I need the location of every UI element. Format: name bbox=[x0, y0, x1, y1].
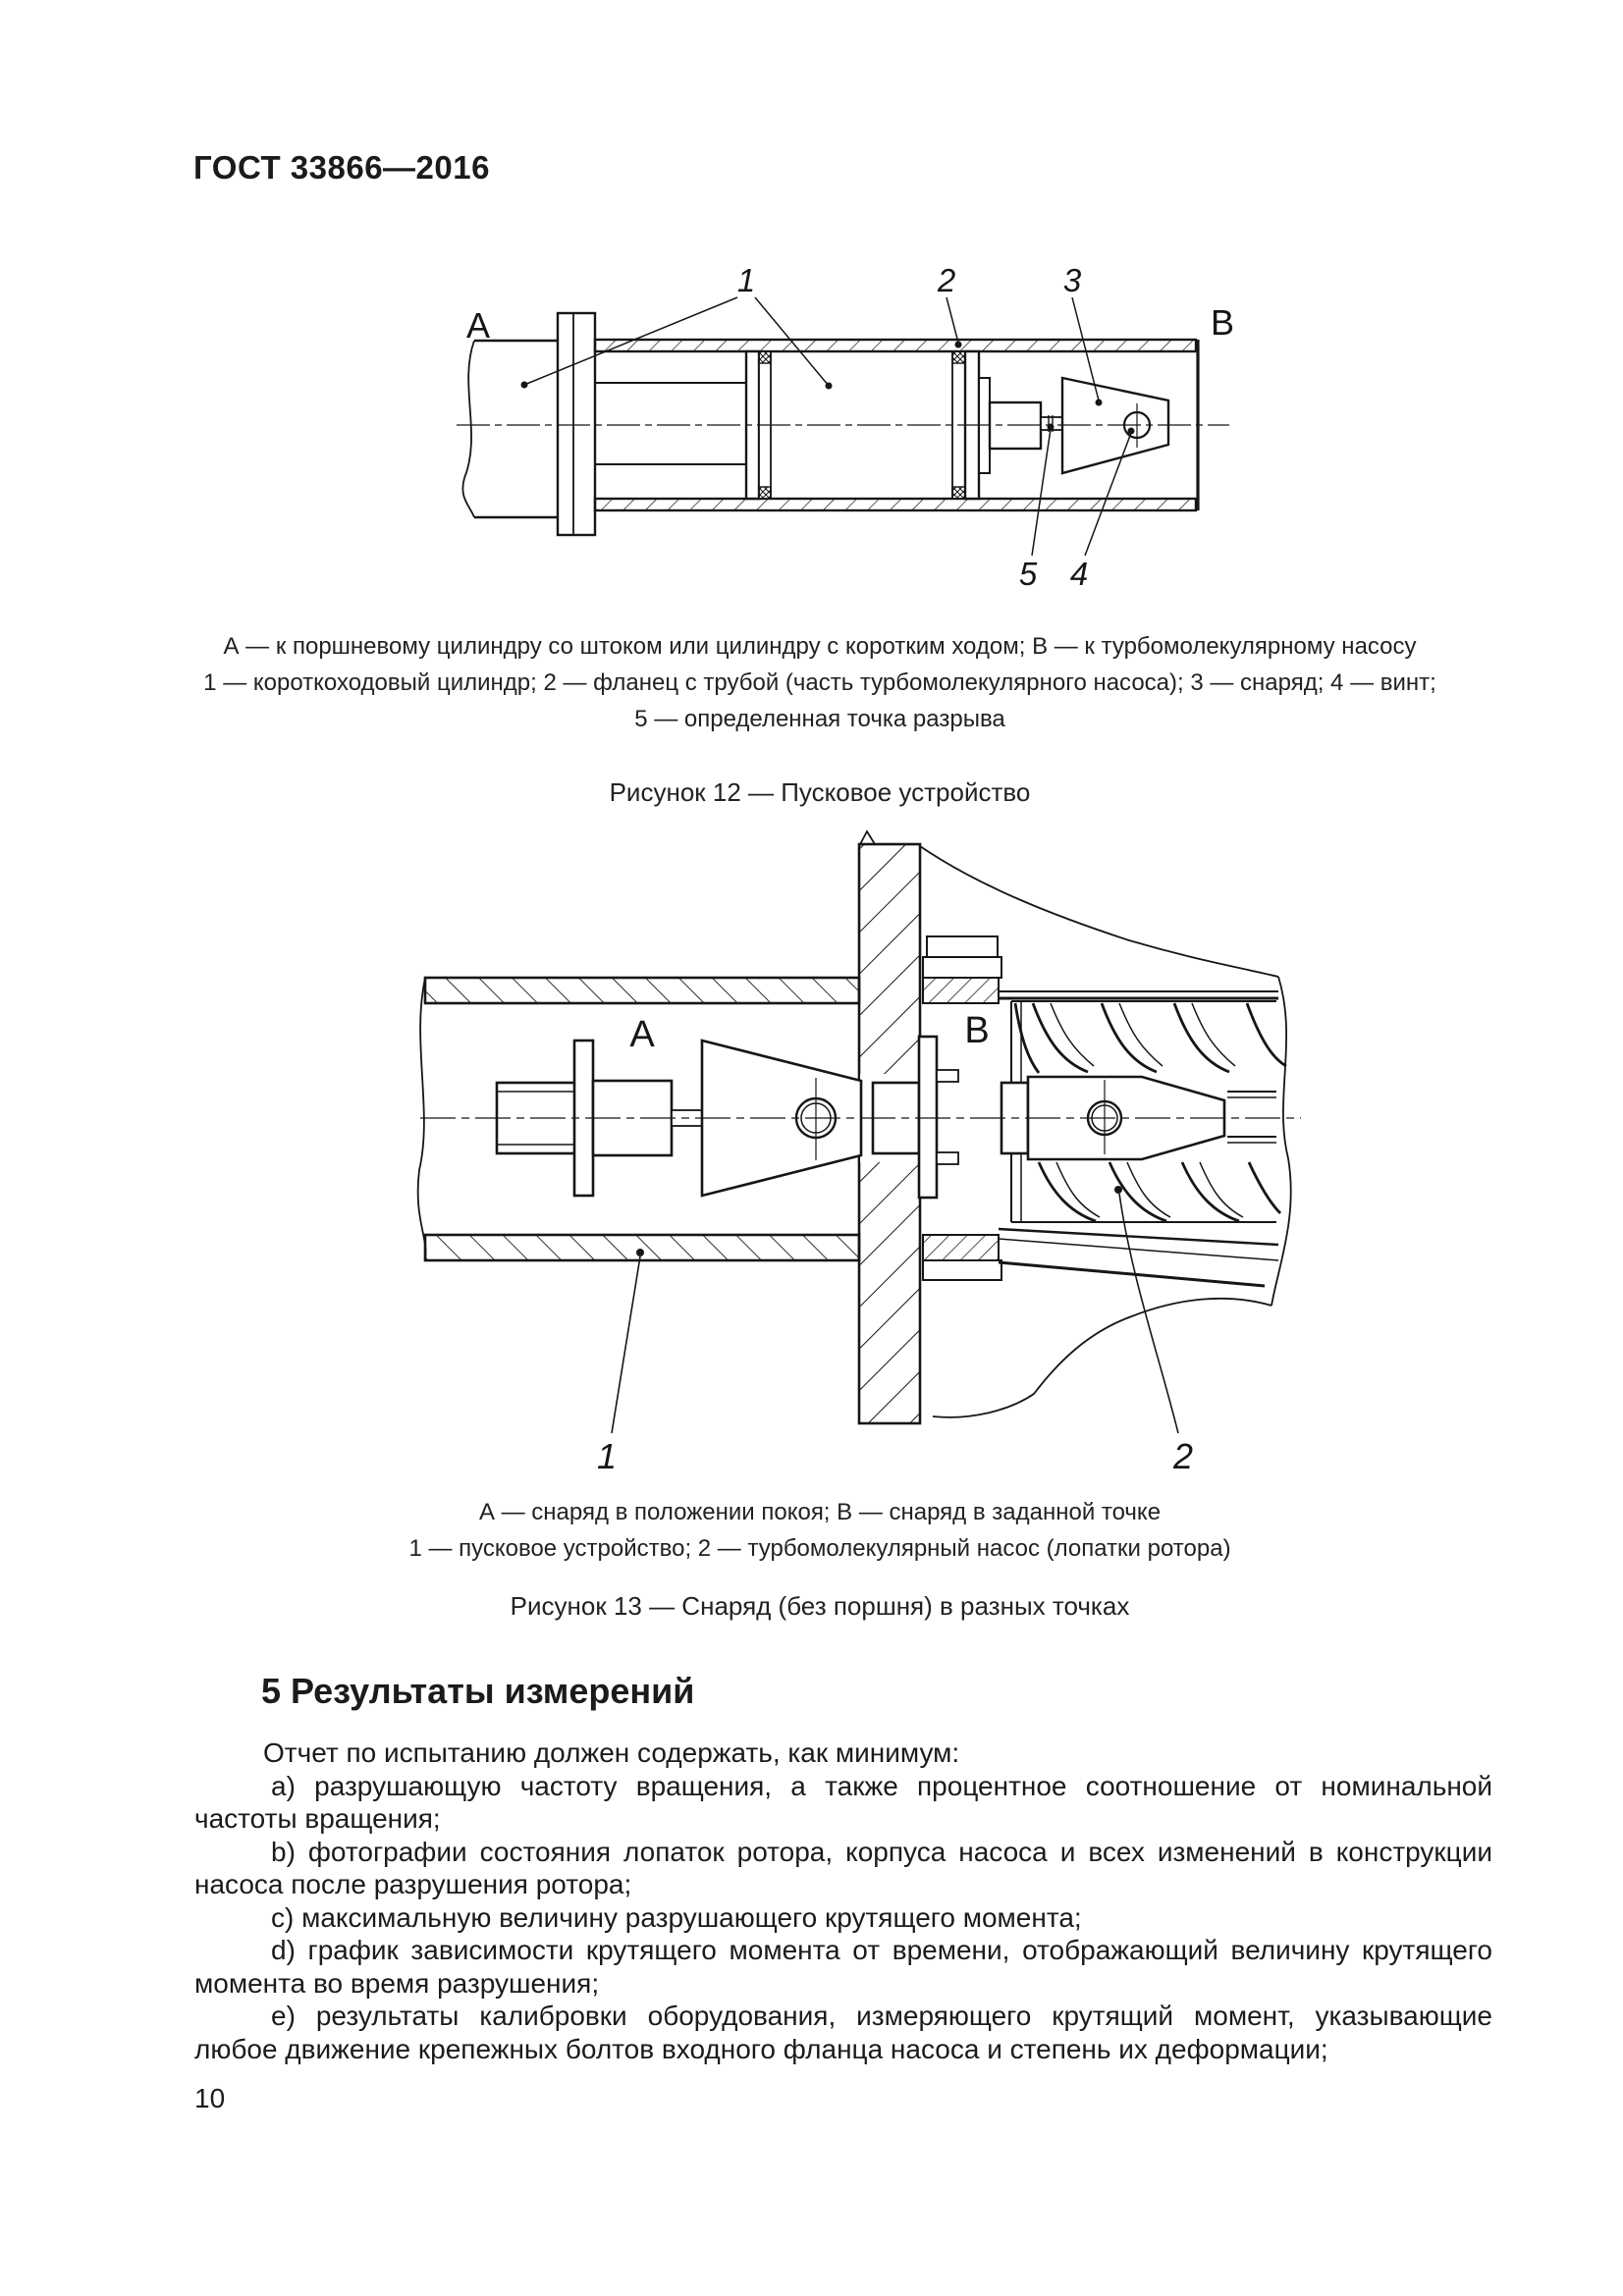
fig12-caption-line1: А — к поршневому цилиндру со штоком или … bbox=[223, 633, 1417, 660]
requirement-item-a: a) разрушающую частоту вращения, а также… bbox=[194, 1770, 1492, 1835]
fig12-label-2: 2 bbox=[937, 262, 955, 298]
fig13-caption-line2: 1 — пусковое устройство; 2 — турбомолеку… bbox=[408, 1535, 1231, 1562]
fig13-label-A: А bbox=[629, 1014, 655, 1055]
fig12-tube-bottom-wall bbox=[593, 497, 1198, 512]
figure-12-caption: А — к поршневому цилиндру со штоком или … bbox=[167, 628, 1473, 737]
fig13-caption-line1: А — снаряд в положении покоя; В — снаряд… bbox=[478, 1499, 1162, 1525]
figure-12-title: Рисунок 12 — Пусковое устройство bbox=[609, 777, 1031, 807]
fig12-cylinder bbox=[595, 382, 746, 465]
requirement-item-d: d) график зависимости крутящего момента … bbox=[194, 1935, 1492, 1999]
fig13-projectile-B bbox=[917, 1035, 1276, 1200]
fig12-leaders bbox=[520, 296, 1135, 557]
section-5-intro: Отчет по испытанию должен содержать, как… bbox=[263, 1737, 960, 1768]
fig12-caption-line2: 1 — короткоходовый цилиндр; 2 — фланец с… bbox=[203, 669, 1436, 696]
fig13-rotor-blades bbox=[1010, 1000, 1287, 1223]
fig13-leaders bbox=[611, 1186, 1179, 1434]
fig12-tube-top-wall bbox=[593, 338, 1198, 353]
requirement-item-b: b) фотографии состояния лопаток ротора, … bbox=[194, 1836, 1492, 1900]
fig12-labels: 1 2 3 А В 5 4 bbox=[466, 262, 1234, 592]
figure-13-svg: А В 1 2 bbox=[416, 829, 1301, 1476]
document-code-header: ГОСТ 33866—2016 bbox=[193, 149, 490, 186]
section-5-heading: 5 Результаты измерений bbox=[261, 1671, 695, 1711]
fig12-flange bbox=[556, 311, 597, 537]
fig13-label-1: 1 bbox=[597, 1436, 617, 1476]
fig12-label-4: 4 bbox=[1070, 556, 1088, 592]
figure-13-drawing: А В 1 2 bbox=[412, 829, 1311, 1482]
figure-13-title: Рисунок 13 — Снаряд (без поршня) в разны… bbox=[510, 1591, 1130, 1621]
fig13-labels: А В 1 2 bbox=[597, 1010, 1193, 1476]
fig12-launch-tube bbox=[457, 311, 1229, 537]
figure-12-drawing: 1 2 3 А В 5 4 bbox=[442, 250, 1247, 599]
fig12-label-5: 5 bbox=[1019, 556, 1038, 592]
figure-12-svg: 1 2 3 А В 5 4 bbox=[457, 262, 1234, 592]
section-5-body: Отчет по испытанию должен содержать, как… bbox=[194, 1736, 1492, 2065]
fig12-label-3: 3 bbox=[1063, 262, 1082, 298]
figure-13-caption: А — снаряд в положении покоя; В — снаряд… bbox=[167, 1494, 1473, 1567]
fig12-label-B: В bbox=[1211, 302, 1234, 343]
fig12-label-A: А bbox=[466, 305, 490, 346]
fig12-piston-pipe bbox=[461, 339, 558, 519]
fig12-label-1: 1 bbox=[737, 262, 755, 298]
fig12-caption-line3: 5 — определенная точка разрыва bbox=[634, 706, 1005, 732]
fig13-pump-casing bbox=[919, 845, 1292, 1418]
page-number: 10 bbox=[194, 2083, 226, 2113]
fig13-label-2: 2 bbox=[1172, 1436, 1193, 1476]
fig13-label-B: В bbox=[964, 1010, 989, 1051]
requirement-item-c: c) максимальную величину разрушающего кр… bbox=[271, 1901, 1082, 1933]
fig13-launch-tube bbox=[416, 976, 861, 1262]
requirement-item-e: e) результаты калибровки оборудования, и… bbox=[194, 2001, 1492, 2064]
